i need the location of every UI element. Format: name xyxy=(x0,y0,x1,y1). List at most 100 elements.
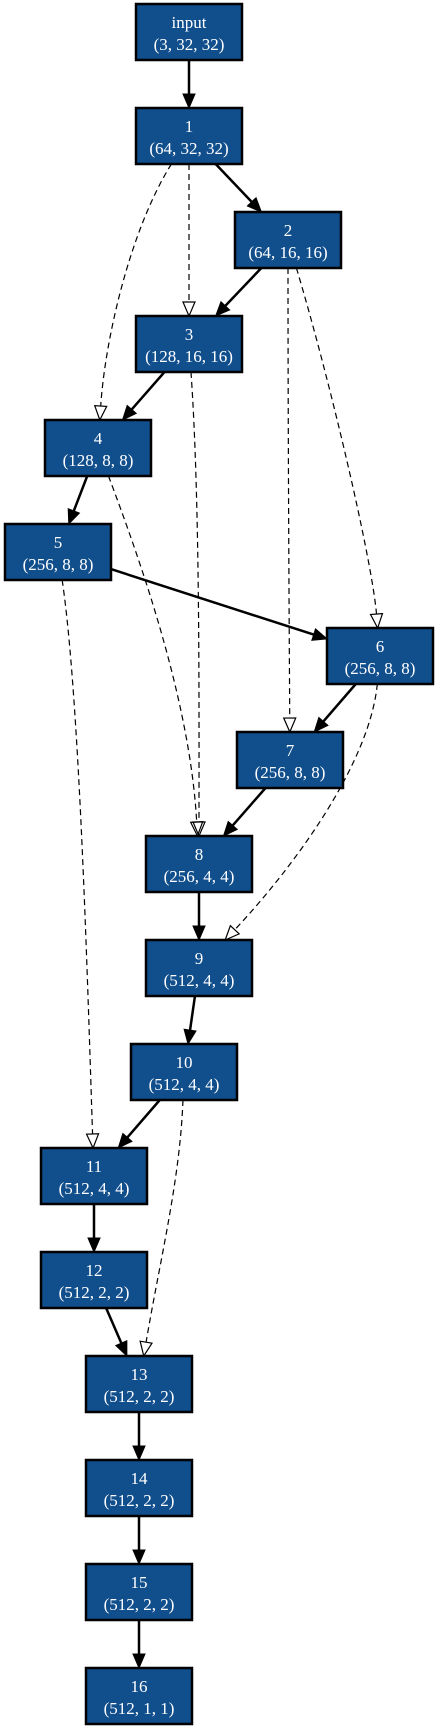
node-label: 5 xyxy=(54,533,63,552)
edge-arrowhead xyxy=(214,300,231,317)
node-box xyxy=(84,1354,194,1414)
edge-n6-to-n7 xyxy=(313,683,357,733)
node-label: 11 xyxy=(86,1157,102,1176)
node-box xyxy=(144,938,254,998)
edge-n5-to-n6 xyxy=(110,567,329,641)
node-n9: 9(512, 4, 4) xyxy=(144,938,254,998)
node-shape: (512, 2, 2) xyxy=(104,1387,175,1406)
node-label: 2 xyxy=(284,221,293,240)
edge-arrowhead xyxy=(182,93,196,110)
edge-n7-to-n8 xyxy=(222,787,267,837)
connection-line xyxy=(126,1099,161,1139)
node-box xyxy=(134,2,244,62)
node-label: input xyxy=(172,13,207,32)
node-shape: (512, 2, 2) xyxy=(59,1283,130,1302)
connection-line xyxy=(188,995,197,1031)
node-shape: (64, 32, 32) xyxy=(149,139,228,158)
edge-n2-to-n6 xyxy=(295,267,384,630)
node-box xyxy=(84,1458,194,1518)
edge-n15-to-n16 xyxy=(132,1620,146,1670)
node-box xyxy=(233,210,343,270)
node-box xyxy=(235,730,345,790)
edge-arrowhead xyxy=(139,1340,153,1358)
node-label: 9 xyxy=(195,949,204,968)
node-shape: (512, 4, 4) xyxy=(149,1075,220,1094)
node-n14: 14(512, 2, 2) xyxy=(84,1458,194,1518)
skip-connection-line xyxy=(295,267,378,615)
edge-arrowhead xyxy=(132,1653,146,1670)
node-n4: 4 (128, 8, 8) xyxy=(43,418,153,478)
node-shape: (256, 4, 4) xyxy=(164,867,235,886)
edge-n3-to-n8 xyxy=(190,371,206,838)
nodes-layer: input (3, 32, 32) 1 (64, 32, 32) 2 (64, 16, 1… xyxy=(3,2,435,1726)
edge-arrowhead xyxy=(117,1132,133,1149)
edge-n2-to-n7 xyxy=(282,267,297,734)
edge-n4-to-n8 xyxy=(107,475,204,838)
skip-connection-line xyxy=(100,163,172,407)
edge-n1-to-n4 xyxy=(93,163,172,422)
edge-n8-to-n9 xyxy=(192,892,206,942)
edge-arrowhead xyxy=(132,1445,146,1462)
edge-arrowhead xyxy=(222,820,239,837)
node-n7: 7(256, 8, 8) xyxy=(235,730,345,790)
connection-line xyxy=(214,163,253,203)
node-n13: 13 (512, 2, 2) xyxy=(84,1354,194,1414)
node-label: 6 xyxy=(376,637,385,656)
node-label: 13 xyxy=(131,1365,148,1384)
connection-line xyxy=(72,475,89,512)
node-label: 16 xyxy=(131,1677,148,1696)
node-n2: 2 (64, 16, 16) xyxy=(233,210,343,270)
edge-arrowhead xyxy=(121,404,138,421)
node-n6: 6(256, 8, 8) xyxy=(325,626,435,686)
edge-n10-to-n11 xyxy=(117,1099,161,1149)
node-label: 4 xyxy=(94,429,103,448)
skip-connection-line xyxy=(107,475,198,823)
node-label: 3 xyxy=(185,325,194,344)
node-shape: (128, 8, 8) xyxy=(63,451,134,470)
edges-layer xyxy=(61,60,384,1670)
edge-arrowhead xyxy=(224,924,241,942)
node-shape: (256, 8, 8) xyxy=(23,555,94,574)
edge-n4-to-n5 xyxy=(67,475,89,526)
node-box xyxy=(3,522,113,582)
node-shape: (64, 16, 16) xyxy=(248,243,327,262)
edge-arrowhead xyxy=(246,196,263,213)
node-label: 12 xyxy=(86,1261,103,1280)
node-box xyxy=(84,1666,194,1726)
node-box xyxy=(84,1562,194,1622)
edge-n3-to-n4 xyxy=(121,371,166,421)
edge-arrowhead xyxy=(85,1133,100,1150)
node-n15: 15(512, 2, 2) xyxy=(84,1562,194,1622)
edge-n14-to-n15 xyxy=(132,1516,146,1566)
node-shape: (512, 4, 4) xyxy=(59,1179,130,1198)
node-n11: 11 (512, 4, 4) xyxy=(39,1146,149,1206)
edge-n9-to-n10 xyxy=(183,995,197,1046)
edge-n11-to-n12 xyxy=(87,1204,101,1254)
node-shape: (128, 16, 16) xyxy=(145,347,233,366)
node-box xyxy=(134,106,244,166)
node-label: 1 xyxy=(185,117,194,136)
node-n10: 10 (512, 4, 4) xyxy=(129,1042,239,1102)
node-box xyxy=(39,1146,149,1206)
node-box xyxy=(144,834,254,894)
connection-line xyxy=(130,371,166,411)
skip-connection-line xyxy=(234,683,378,931)
node-shape: (512, 1, 1) xyxy=(104,1699,175,1718)
node-shape: (3, 32, 32) xyxy=(154,35,225,54)
node-n5: 5 (256, 8, 8) xyxy=(3,522,113,582)
edge-arrowhead xyxy=(192,821,206,838)
node-shape: (512, 2, 2) xyxy=(104,1595,175,1614)
edge-n2-to-n3 xyxy=(214,267,263,317)
edge-n12-to-n13 xyxy=(104,1307,128,1358)
node-label: 10 xyxy=(176,1053,193,1072)
node-box xyxy=(39,1250,149,1310)
node-n3: 3 (128, 16, 16) xyxy=(134,314,244,374)
node-n12: 12 (512, 2, 2) xyxy=(39,1250,149,1310)
node-shape: (256, 8, 8) xyxy=(255,763,326,782)
edge-arrowhead xyxy=(114,1340,128,1358)
edge-arrowhead xyxy=(313,716,329,733)
node-input: input (3, 32, 32) xyxy=(134,2,244,62)
edge-n13-to-n14 xyxy=(132,1412,146,1462)
node-box xyxy=(325,626,435,686)
node-label: 8 xyxy=(195,845,204,864)
